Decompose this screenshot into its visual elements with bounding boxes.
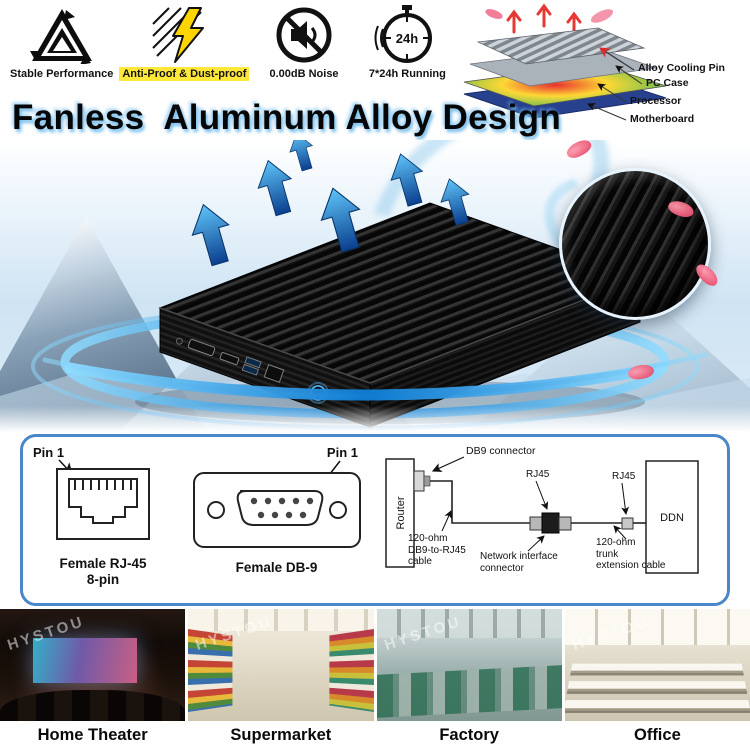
db9-diagram: Pin 1 Female DB-9 xyxy=(179,445,374,599)
store-shelf-right xyxy=(329,629,374,713)
rj45-diagram: Pin 1 Female RJ-45 8-pin xyxy=(33,445,173,599)
app-caption: Home Theater xyxy=(0,721,186,750)
office-windows xyxy=(564,609,750,645)
app-card-home-theater: HYSTOU Home Theater xyxy=(0,609,186,750)
fins-closeup-inset xyxy=(559,168,711,320)
app-card-factory: HYSTOU Factory xyxy=(376,609,562,750)
feature-label: 7*24h Running xyxy=(368,68,446,80)
nic-label: Network interface connector xyxy=(480,551,558,574)
headline: Fanless Aluminum Alloy Design xyxy=(12,98,562,137)
lan-port xyxy=(263,364,285,383)
ddn-box xyxy=(645,460,699,574)
heat-flow-arrows xyxy=(191,140,470,267)
app-caption: Factory xyxy=(376,721,562,750)
factory-machines xyxy=(376,664,562,717)
no-noise-icon xyxy=(255,4,352,64)
usb-port xyxy=(244,356,262,369)
cooling-pin-label: Alloy Cooling Pin xyxy=(638,62,725,74)
rj45-jack-drawing xyxy=(56,459,150,540)
db9-caption: Female DB-9 xyxy=(235,560,318,575)
app-card-supermarket: HYSTOU Supermarket xyxy=(188,609,374,750)
office-desks xyxy=(564,663,750,714)
db9-connector-shape xyxy=(413,470,425,492)
router-box xyxy=(385,458,415,568)
app-caption: Office xyxy=(564,721,750,750)
heat-arrows xyxy=(506,3,582,34)
usb-port xyxy=(241,363,259,376)
lightning-dustproof-icon xyxy=(119,4,249,64)
cinema-seats xyxy=(0,689,186,721)
exploded-view-drawing xyxy=(463,3,667,121)
badge-24h: 24h xyxy=(396,31,418,46)
antenna-port xyxy=(175,337,183,345)
serial-port xyxy=(187,339,216,357)
feature-no-noise: 0.00dB Noise xyxy=(255,4,352,80)
feature-label: 0.00dB Noise xyxy=(269,68,339,80)
rj45-caption: Female RJ-45 xyxy=(59,556,147,571)
feature-label: Anti-Proof & Dust-proof xyxy=(119,67,250,81)
rj45-label-right: RJ45 xyxy=(612,471,636,482)
applications-strip: HYSTOU Home Theater HYSTOU Supermarket H… xyxy=(0,609,750,750)
db9-connector-label: DB9 connector xyxy=(466,445,536,457)
store-ceiling xyxy=(188,609,374,632)
network-diagram: Router DDN RJ45 RJ45 xyxy=(380,445,717,599)
swirl-ring-front-outer xyxy=(42,352,708,399)
network-diagram-drawing: Router DDN RJ45 RJ45 xyxy=(385,456,699,574)
feature-24h-running: 24h 7*24h Running xyxy=(359,4,456,80)
app-caption: Supermarket xyxy=(188,721,374,750)
hdmi-port xyxy=(219,352,240,366)
stopwatch-icon: 24h xyxy=(359,4,456,64)
network-interface-connector-shape xyxy=(541,512,560,534)
office-photo: HYSTOU xyxy=(564,609,750,721)
feature-dust-proof: Anti-Proof & Dust-proof xyxy=(119,4,250,81)
pc-case-label: PC Case xyxy=(646,77,689,89)
cable-line xyxy=(430,480,530,524)
hero-section xyxy=(0,140,750,432)
factory-photo: HYSTOU xyxy=(376,609,562,721)
supermarket-photo: HYSTOU xyxy=(188,609,374,721)
home-theater-photo: HYSTOU xyxy=(0,609,186,721)
cable-left-label: 120-ohm DB9-to-RJ45 cable xyxy=(408,533,466,567)
feature-stable-performance: Stable Performance xyxy=(10,4,113,80)
factory-roof xyxy=(376,609,562,639)
rj45-label-left: RJ45 xyxy=(526,469,550,480)
pin1-label: Pin 1 xyxy=(33,445,65,460)
app-card-office: HYSTOU Office xyxy=(564,609,750,750)
rj45-connector-shape xyxy=(621,517,634,530)
ddn-label: DDN xyxy=(660,512,684,524)
processor-label: Processor xyxy=(630,95,682,107)
db9-drawing xyxy=(192,460,361,548)
pin1-label: Pin 1 xyxy=(326,445,358,460)
exploded-view: Alloy Cooling Pin PC Case Processor Moth… xyxy=(448,2,748,142)
rj45-caption-2: 8-pin xyxy=(86,571,120,587)
feature-icons-row: Stable Performance Anti-Proof & Dust-pro… xyxy=(10,4,456,81)
router-label: Router xyxy=(395,496,407,529)
connector-panel: Pin 1 Female RJ-45 8-pin xyxy=(20,434,730,606)
cinema-screen xyxy=(33,638,138,683)
feature-label: Stable Performance xyxy=(10,68,114,80)
triangle-arrows-icon xyxy=(10,4,113,64)
motherboard-label: Motherboard xyxy=(630,113,695,125)
hero-fade xyxy=(0,406,750,432)
cable-right-label: 120-ohm trunk extension cable xyxy=(596,537,666,571)
